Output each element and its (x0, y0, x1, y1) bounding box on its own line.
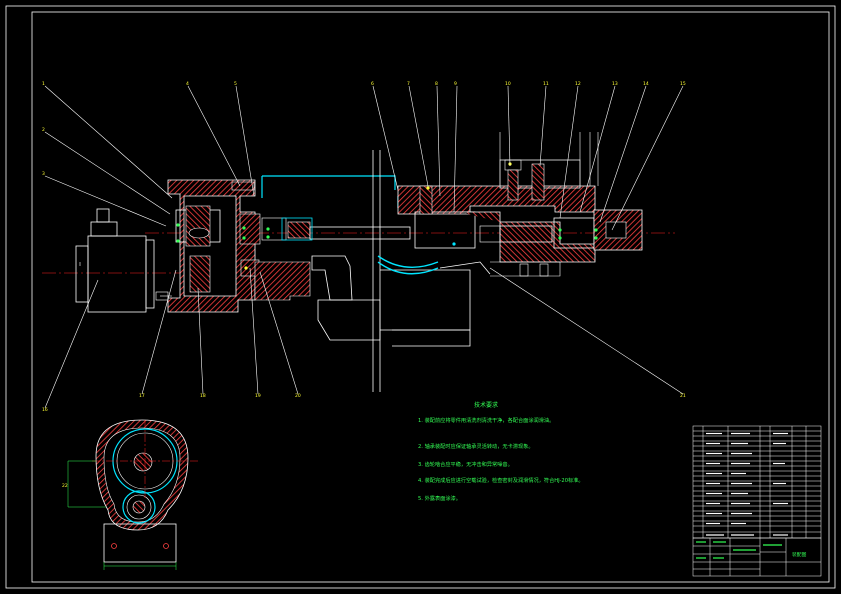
parts-list-text-marks (706, 432, 788, 536)
balloon-label: 3 (42, 171, 45, 177)
cyan-cover-line (261, 175, 399, 208)
vertical-plate (372, 150, 439, 392)
balloon-label: 14 (643, 81, 649, 87)
balloon-label: 17 (139, 393, 145, 399)
requirement-item: 1. 装配前应将零件用清洗剂清洗干净，各配合面涂润滑油。 (418, 418, 555, 424)
balloon-label: 15 (680, 81, 686, 87)
requirement-item: 2. 轴承装配时应保证轴承灵活转动，无卡滞现象。 (418, 444, 534, 450)
balloon-labels: 1 2 3 4 5 6 7 8 9 10 11 12 13 14 15 16 1… (42, 81, 686, 489)
technical-requirements-title: 技术要求 (474, 402, 499, 409)
balloon-label: 1 (42, 81, 45, 87)
gearbox-housing (167, 179, 256, 313)
title-block-text-marks (696, 541, 782, 559)
balloon-label: 10 (505, 81, 511, 87)
outer-border (5, 5, 836, 589)
parts-list (692, 425, 822, 539)
balloon-label: 5 (234, 81, 237, 87)
balloon-label: 8 (435, 81, 438, 87)
balloon-label: 22 (62, 483, 68, 489)
balloon-label: 12 (575, 81, 581, 87)
balloon-label: 11 (543, 81, 549, 87)
inner-border (31, 11, 830, 583)
requirement-item: 3. 齿轮啮合应平稳，无冲击和异常噪音。 (418, 462, 513, 468)
lower-frame (254, 255, 491, 347)
drawing-name: 装配图 (792, 551, 807, 558)
motor (75, 208, 172, 313)
balloon-label: 9 (454, 81, 457, 87)
balloon-label: 16 (42, 407, 48, 413)
requirement-item: 5. 外露表面涂漆。 (418, 496, 461, 502)
end-view (67, 419, 200, 570)
balloon-label: 19 (255, 393, 261, 399)
slide-housing (397, 132, 643, 277)
balloon-label: 13 (612, 81, 618, 87)
balloon-label: 6 (371, 81, 374, 87)
title-block (692, 537, 822, 577)
balloon-label: 20 (295, 393, 301, 399)
leader-lines (44, 85, 684, 409)
balloon-label: 18 (200, 393, 206, 399)
balloon-label: 7 (407, 81, 410, 87)
balloon-label: 2 (42, 127, 45, 133)
long-shaft (281, 217, 411, 241)
balloon-label: 21 (680, 393, 686, 399)
balloon-label: 4 (186, 81, 189, 87)
requirement-item: 4. 装配完成后应进行空载试验，检查密封及润滑情况，符合HJ-20标准。 (418, 478, 584, 484)
